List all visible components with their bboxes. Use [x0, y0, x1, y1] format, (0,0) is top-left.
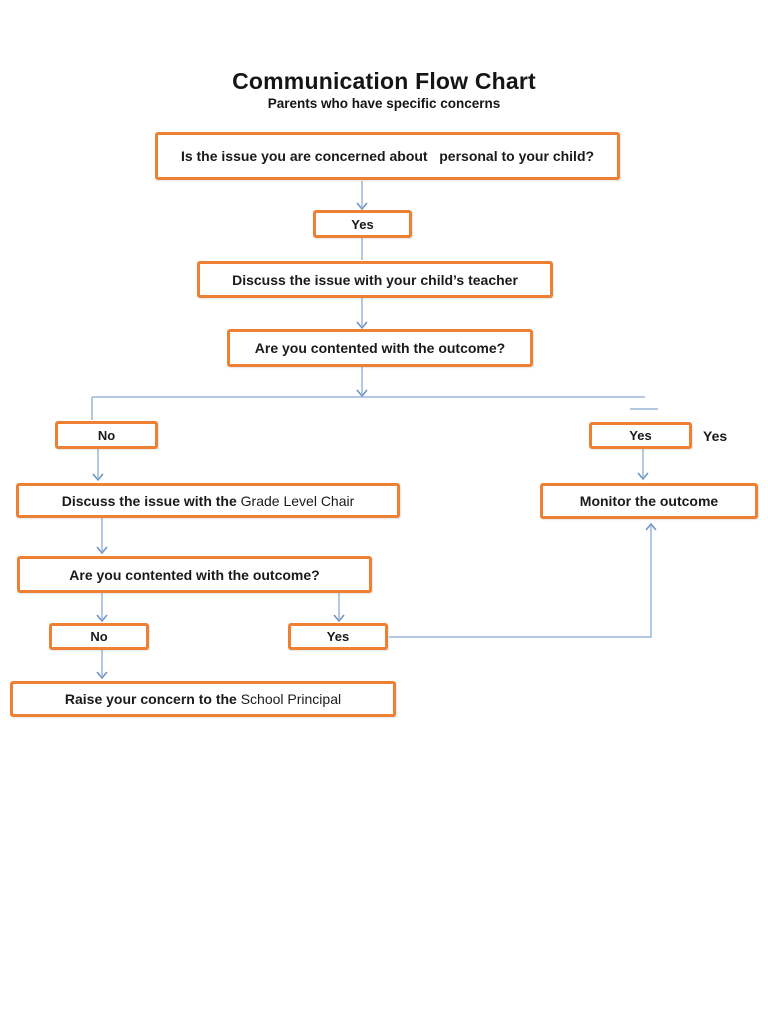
arrowhead-down-icon: [92, 473, 104, 482]
arrowhead-down-icon: [356, 389, 368, 398]
node-label: Are you contented with the outcome?: [69, 566, 320, 583]
node-label-regular: School Principal: [240, 691, 342, 707]
node-question-outcome-1: Are you contented with the outcome?: [227, 329, 533, 367]
branch-yes-outside-label: Yes: [703, 427, 728, 444]
node-label: Monitor the outcome: [579, 493, 719, 509]
node-question-outcome-2: Are you contented with the outcome?: [17, 556, 372, 593]
node-monitor-outcome: Monitor the outcome: [540, 483, 758, 519]
node-yes-2: Yes: [288, 623, 388, 650]
node-discuss-grade-level-chair: Discuss the issue with the Grade Level C…: [16, 483, 400, 518]
node-label: No: [97, 427, 116, 443]
arrowhead-up-icon: [645, 522, 657, 531]
node-discuss-teacher: Discuss the issue with your child’s teac…: [197, 261, 553, 298]
node-no-2: No: [49, 623, 149, 650]
connector-yes2-monitor: [389, 526, 652, 638]
node-label-regular: Grade Level Chair: [240, 492, 355, 509]
page-title: Communication Flow Chart: [232, 68, 536, 94]
node-question-personal: Is the issue you are concerned about per…: [155, 132, 620, 180]
node-label: Yes: [351, 216, 374, 232]
arrowhead-down-icon: [96, 546, 108, 555]
node-label: Yes: [326, 629, 350, 644]
arrowhead-down-icon: [96, 614, 108, 623]
arrowhead-down-icon: [333, 614, 345, 623]
node-label: No: [90, 629, 108, 644]
node-label-bold: Discuss the issue with the: [61, 492, 241, 509]
node-label: Yes: [629, 428, 652, 443]
arrowhead-down-icon: [96, 671, 108, 680]
node-no-branch: No: [55, 421, 158, 449]
node-yes-branch: Yes: [589, 422, 692, 449]
node-yes-top: Yes: [313, 210, 412, 238]
arrowhead-down-icon: [356, 202, 368, 211]
arrowhead-down-icon: [637, 472, 649, 481]
node-label: Discuss the issue with your child’s teac…: [232, 271, 518, 288]
node-raise-principal: Raise your concern to the School Princip…: [10, 681, 396, 717]
page-subtitle: Parents who have specific concerns: [267, 96, 501, 111]
node-label: Are you contented with the outcome?: [254, 340, 506, 356]
arrowhead-down-icon: [356, 321, 368, 330]
node-label: Is the issue you are concerned about per…: [180, 148, 595, 164]
node-label-bold: Raise your concern to the: [64, 691, 241, 707]
